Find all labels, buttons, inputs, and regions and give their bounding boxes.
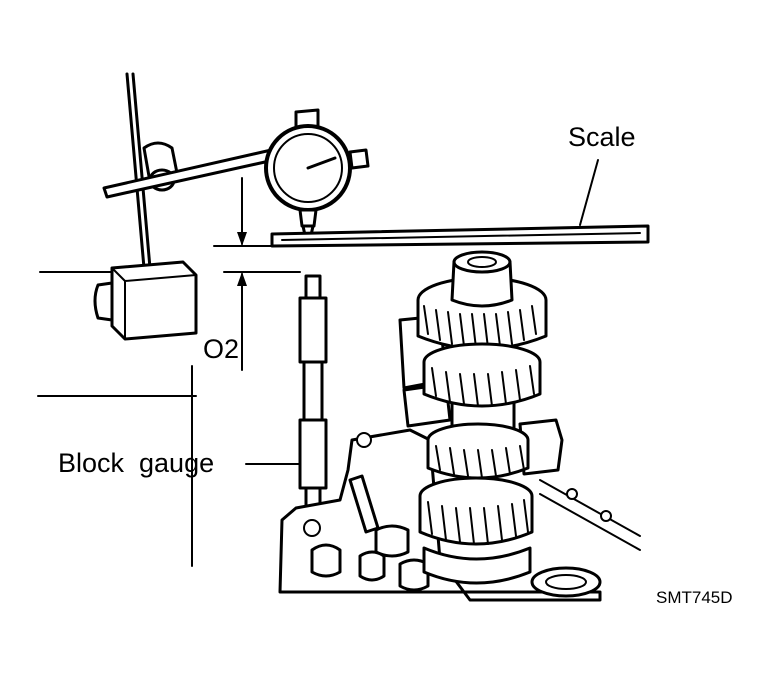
dial-indicator-icon: [264, 108, 370, 242]
scale-bar: [270, 224, 650, 248]
scale-label: Scale: [568, 122, 636, 152]
scale-leader-line: [579, 159, 599, 226]
o2-dimension: [213, 177, 301, 371]
transmission-case-icon: [278, 418, 641, 602]
block-gauge-label: Block gauge: [58, 448, 214, 478]
o2-label: O2: [203, 334, 239, 364]
block-gauge-icon: [298, 274, 328, 514]
gear-stack-icon: [398, 250, 548, 585]
magnetic-base-icon: [39, 72, 285, 341]
case-reference-lines: [37, 365, 197, 567]
figure-code: SMT745D: [656, 588, 733, 607]
